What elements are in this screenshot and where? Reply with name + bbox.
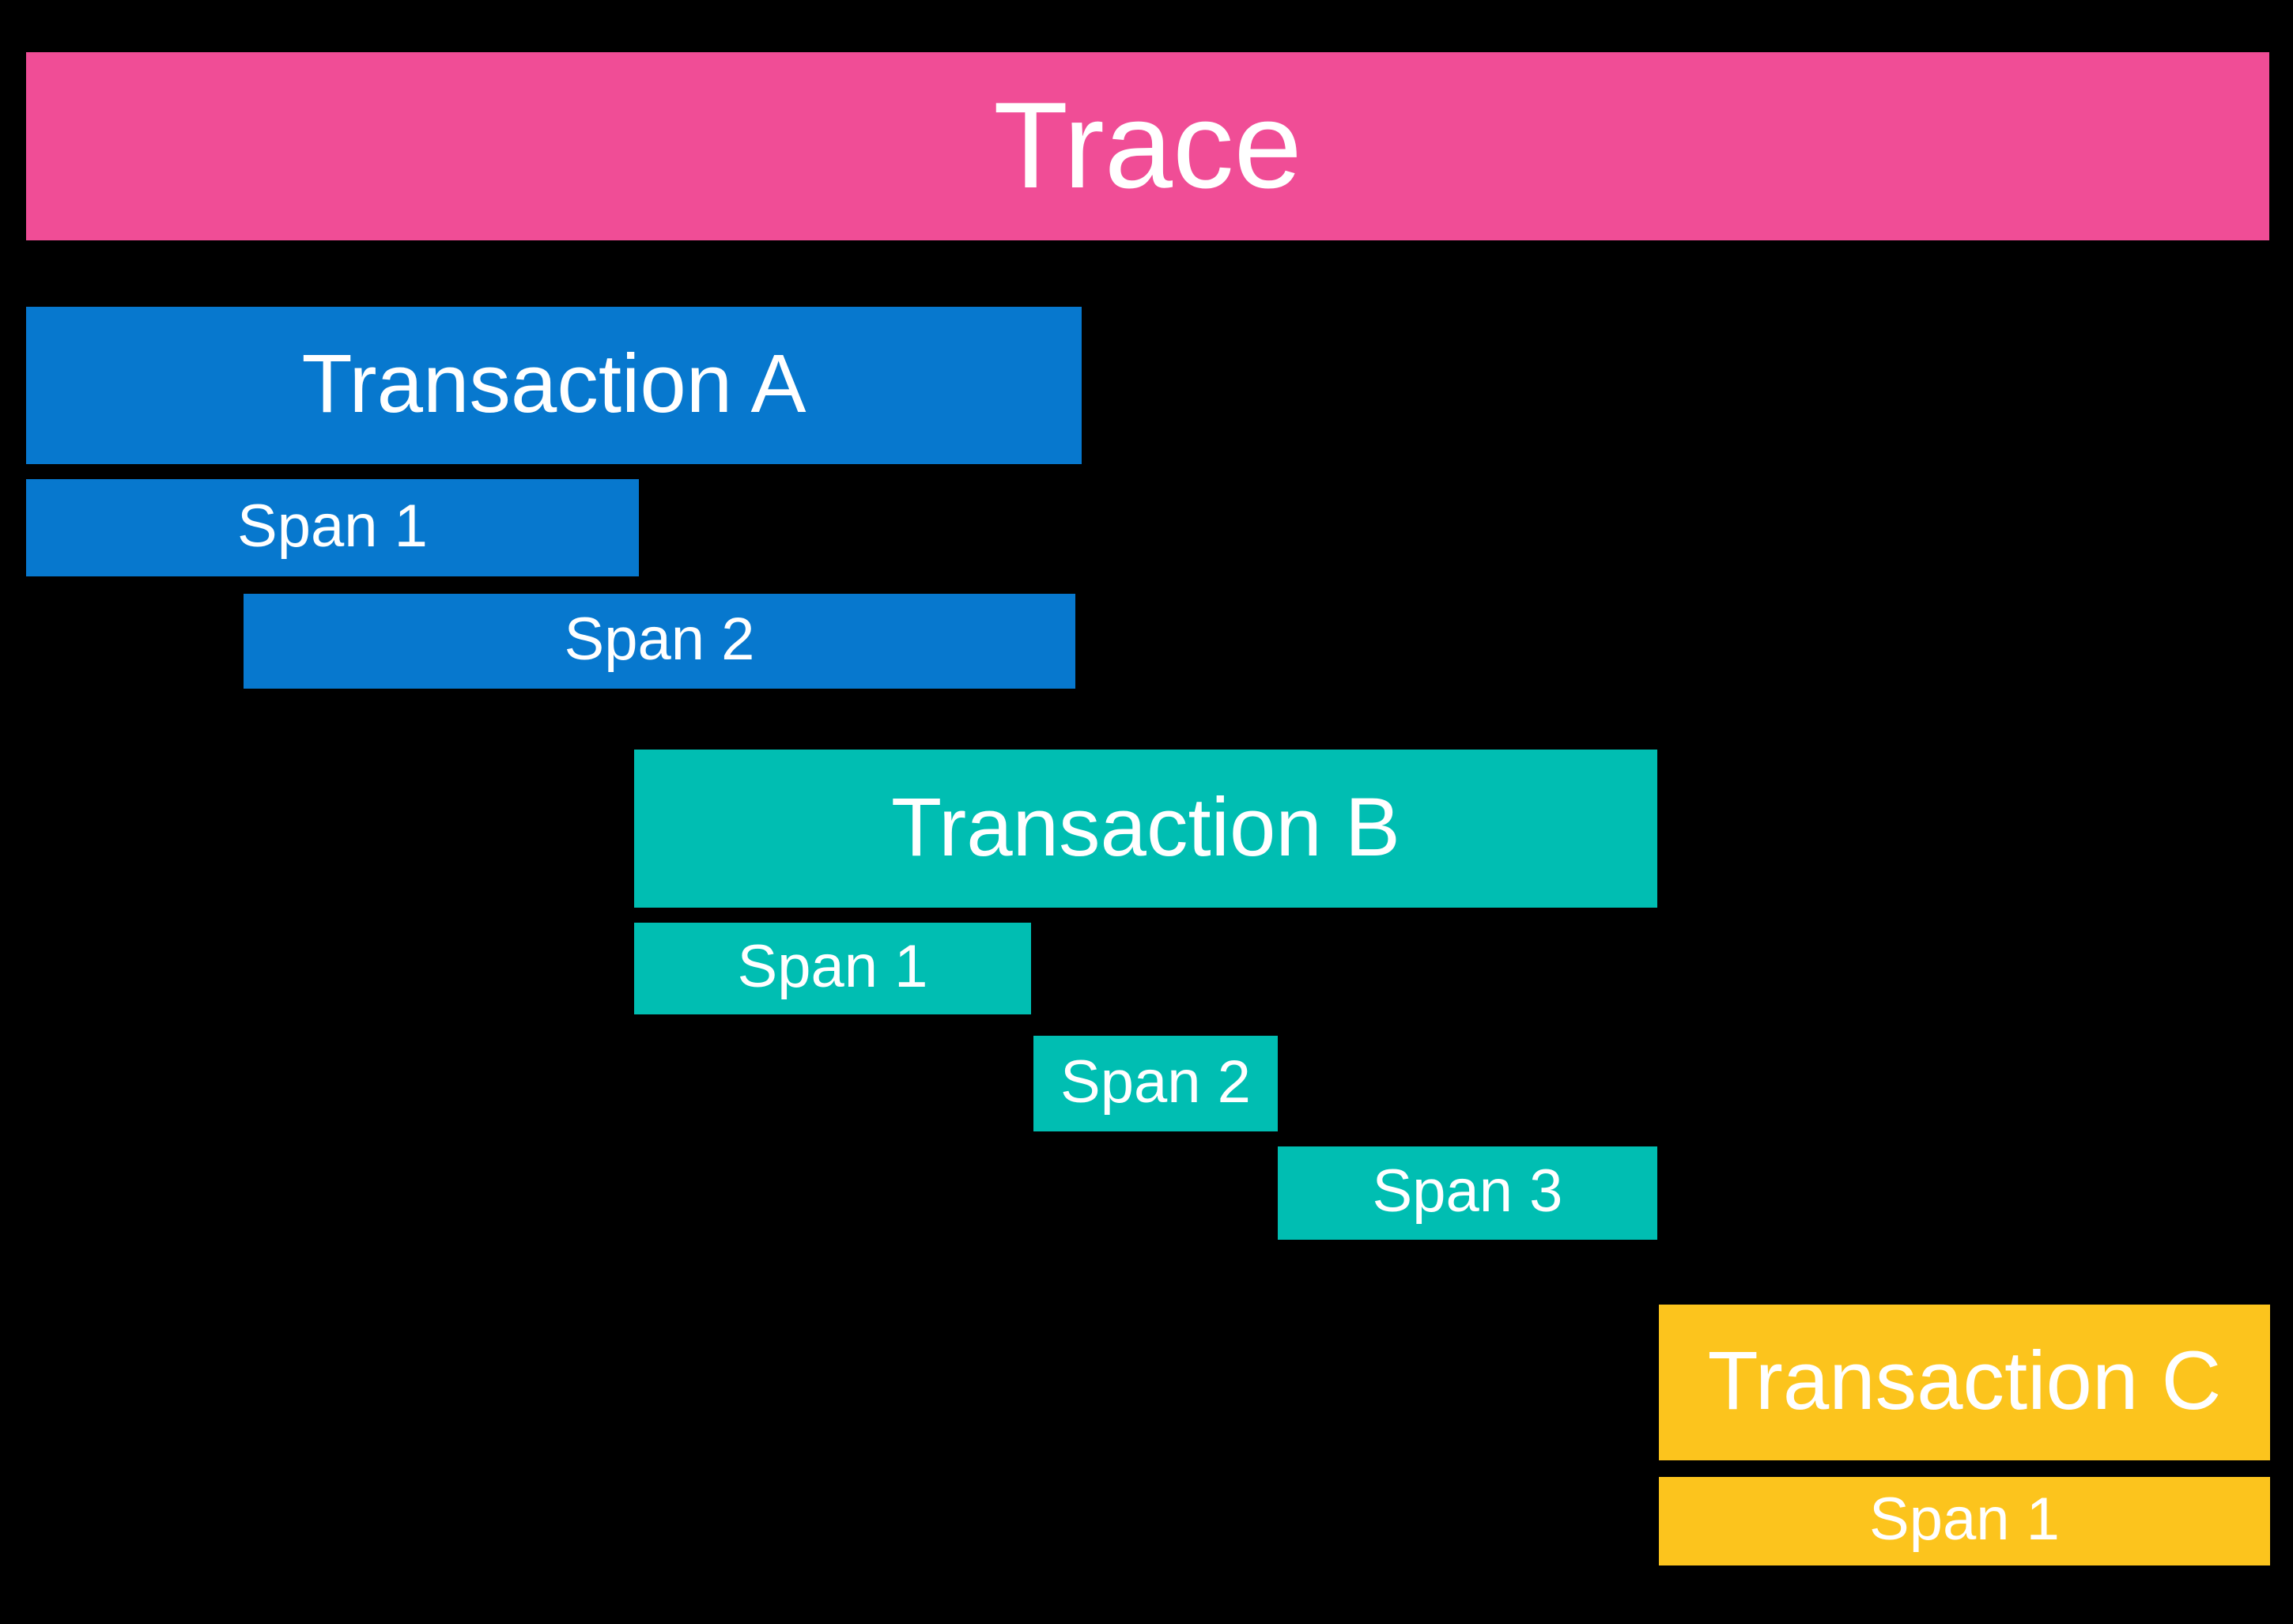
trace-bar: Trace: [26, 52, 2269, 240]
transaction-a-span-2-label: Span 2: [564, 606, 755, 673]
transaction-c-label: Transaction C: [1707, 1335, 2222, 1427]
transaction-a-span-1-label: Span 1: [237, 492, 428, 560]
transaction-b-span-2-label: Span 2: [1060, 1048, 1251, 1116]
transaction-b-span-2-bar: Span 2: [1033, 1036, 1278, 1131]
transaction-b-span-1-bar: Span 1: [634, 923, 1031, 1014]
transaction-a-span-2-bar: Span 2: [244, 594, 1075, 689]
transaction-b-span-1-label: Span 1: [737, 933, 928, 1000]
transaction-b-span-3-bar: Span 3: [1278, 1146, 1657, 1240]
transaction-a-bar: Transaction A: [26, 307, 1082, 464]
transaction-c-span-1-bar: Span 1: [1659, 1477, 2270, 1565]
transaction-c-span-1-label: Span 1: [1869, 1486, 2060, 1553]
trace-label: Trace: [993, 76, 1302, 213]
transaction-c-bar: Transaction C: [1659, 1305, 2270, 1460]
transaction-a-span-1-bar: Span 1: [26, 479, 639, 576]
transaction-b-span-3-label: Span 3: [1372, 1158, 1563, 1225]
transaction-b-label: Transaction B: [891, 780, 1400, 874]
transaction-b-bar: Transaction B: [634, 750, 1657, 908]
transaction-a-label: Transaction A: [301, 338, 807, 430]
